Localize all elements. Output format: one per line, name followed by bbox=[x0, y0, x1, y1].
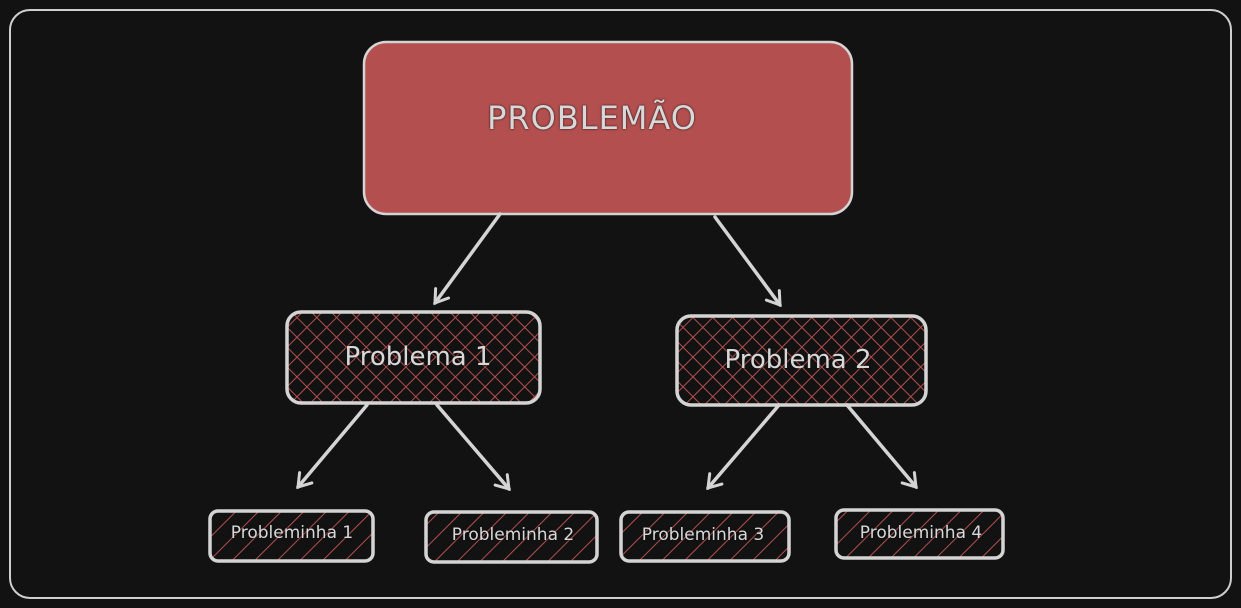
subproblem-box-3[interactable] bbox=[619, 510, 791, 563]
problem-box-2[interactable] bbox=[675, 314, 928, 407]
subproblem-label-1: Probleminha 1 bbox=[230, 523, 354, 543]
arrow-problem-1-to-sub-2 bbox=[435, 403, 511, 492]
subproblem-box-2[interactable] bbox=[424, 510, 599, 564]
arrow-problem-2-to-sub-4 bbox=[845, 403, 918, 490]
root-box[interactable] bbox=[362, 40, 854, 216]
subproblem-label-3: Probleminha 3 bbox=[641, 525, 765, 545]
problem-label-1: Problema 1 bbox=[344, 342, 492, 372]
frame bbox=[9, 9, 1232, 599]
subproblem-box-4[interactable] bbox=[834, 508, 1005, 560]
arrow-root-to-problem-1 bbox=[433, 212, 502, 306]
arrow-problem-1-to-sub-1 bbox=[296, 403, 369, 490]
subproblem-label-2: Probleminha 2 bbox=[451, 525, 575, 545]
subproblem-box-1[interactable] bbox=[208, 509, 375, 563]
subproblem-label-4: Probleminha 4 bbox=[859, 523, 983, 543]
arrow-problem-2-to-sub-3 bbox=[706, 403, 781, 491]
problem-box-1[interactable] bbox=[285, 310, 542, 405]
root-label: PROBLEMÃO bbox=[487, 99, 697, 137]
problem-label-2: Problema 2 bbox=[724, 345, 872, 375]
arrow-root-to-problem-2 bbox=[713, 215, 782, 308]
